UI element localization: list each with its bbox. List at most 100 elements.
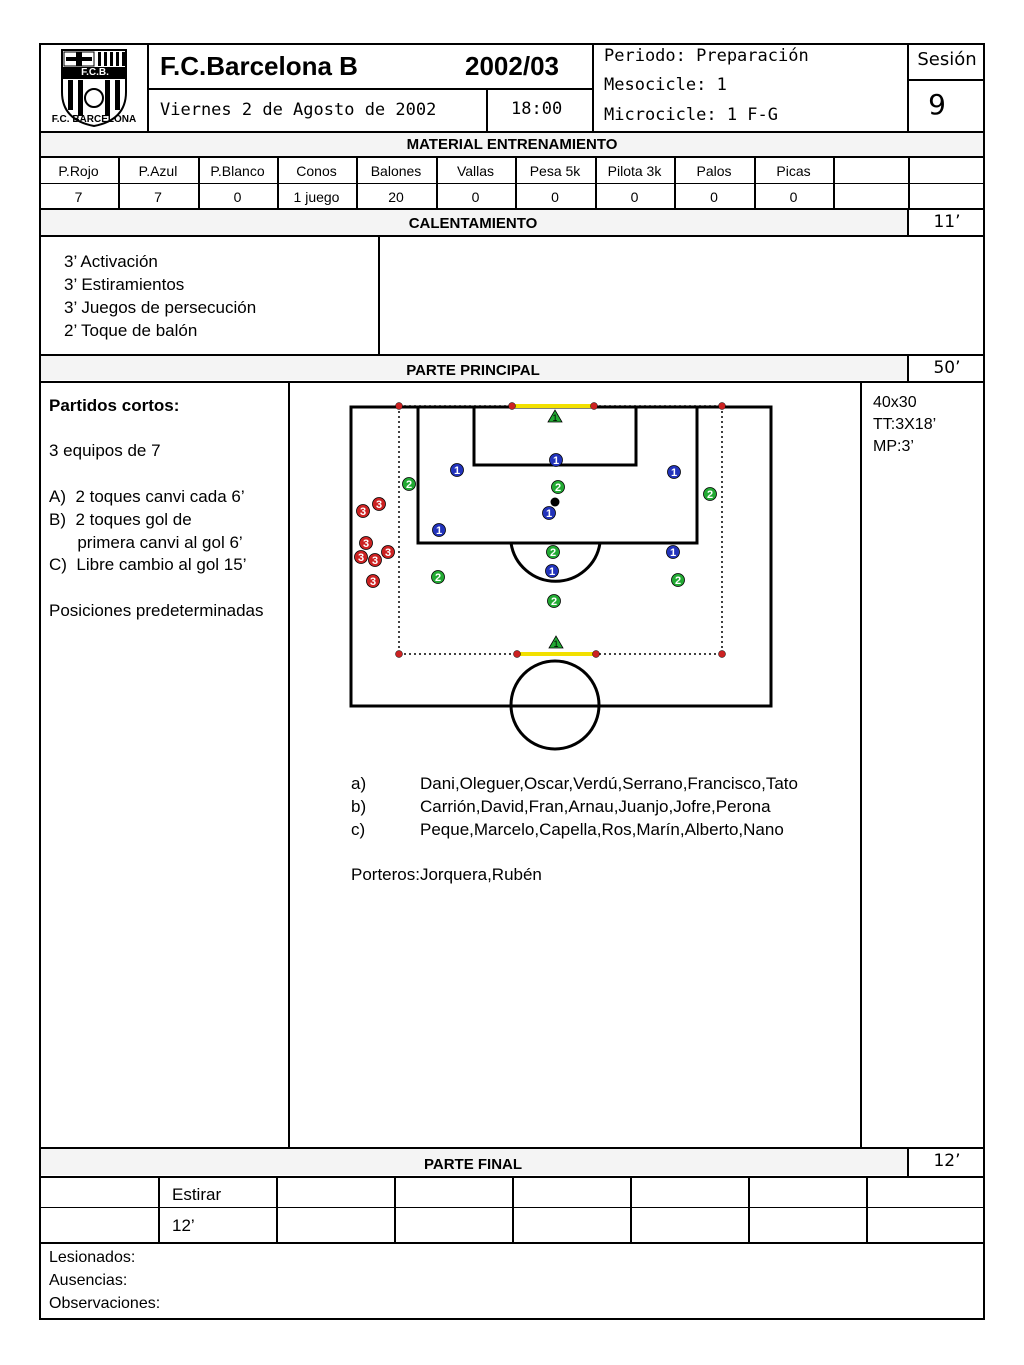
player-number: 2: [707, 489, 713, 501]
material-header: Picas: [776, 163, 811, 179]
player-marker: 1: [432, 523, 446, 537]
principal-side-note: MP:3’: [873, 438, 914, 455]
club-caption: F.C. BARCELONA: [51, 114, 137, 125]
player-number: 1: [436, 525, 442, 537]
final-cell: 12’: [172, 1216, 195, 1235]
principal-line: 3 equipos de 7: [49, 441, 161, 460]
player-marker: 3: [356, 504, 370, 518]
session-date: Viernes 2 de Agosto de 2002: [160, 100, 437, 120]
calentamiento-item: 3’ Estiramientos: [64, 275, 185, 294]
calentamiento-minutes: 11’: [933, 212, 961, 232]
material-value: 1 juego: [293, 189, 340, 205]
player-number: 3: [370, 576, 376, 588]
ausencias-label: Ausencias:: [49, 1272, 128, 1289]
player-number: 3: [372, 555, 378, 567]
player-number: 2: [555, 482, 561, 494]
player-marker: 1: [545, 564, 559, 578]
player-number: 1: [670, 547, 676, 559]
player-marker: 1: [450, 463, 464, 477]
team-name: F.C.Barcelona B: [160, 51, 358, 81]
cone-marker: [513, 650, 521, 658]
material-header: P.Rojo: [58, 163, 99, 179]
player-number: 3: [360, 506, 366, 518]
player-marker: 3: [372, 497, 386, 511]
material-value: 0: [710, 189, 718, 205]
session-sheet: [39, 43, 985, 1320]
team-players: Carrión,David,Fran,Arnau,Juanjo,Jofre,Pe…: [420, 797, 771, 816]
player-number: 1: [454, 465, 460, 477]
session-time: 18:00: [511, 99, 563, 119]
cone-marker: [590, 402, 598, 410]
principal-line: A) 2 toques canvi cada 6’: [49, 487, 245, 506]
material-header: Palos: [696, 163, 732, 179]
material-title: MATERIAL ENTRENAMIENTO: [406, 136, 618, 153]
goalkeeper-number: 1: [552, 413, 557, 423]
calentamiento-item: 3’ Juegos de persecución: [64, 298, 257, 317]
player-marker: 2: [547, 594, 561, 608]
cone-marker: [508, 402, 516, 410]
material-header: P.Blanco: [210, 163, 265, 179]
player-marker: 1: [549, 453, 563, 467]
principal-side-note: 40x30: [873, 394, 917, 411]
sesion-label: Sesión: [917, 49, 977, 70]
principal-line: B) 2 toques gol de: [49, 510, 192, 529]
player-marker: 3: [381, 545, 395, 559]
player-number: 3: [376, 499, 382, 511]
final-title: PARTE FINAL: [423, 1156, 523, 1173]
player-number: 3: [358, 552, 364, 564]
material-value: 0: [551, 189, 559, 205]
player-marker: 3: [359, 536, 373, 550]
material-header: Pilota 3k: [607, 163, 662, 179]
player-number: 1: [549, 566, 555, 578]
player-number: 3: [363, 538, 369, 550]
material-value: 20: [388, 189, 404, 205]
player-number: 2: [435, 572, 441, 584]
final-minutes: 12’: [933, 1151, 961, 1171]
material-value: 0: [471, 189, 480, 205]
player-number: 1: [546, 508, 552, 520]
lesionados-label: Lesionados:: [49, 1249, 136, 1266]
material-header: Pesa 5k: [529, 163, 581, 179]
player-marker: 1: [667, 465, 681, 479]
periodo: Periodo: Preparación: [604, 46, 809, 66]
porteros: Porteros:Jorquera,Rubén: [351, 865, 542, 884]
cone-marker: [592, 650, 600, 658]
crest-label: F.C.B.: [81, 67, 109, 78]
material-value: 0: [789, 189, 798, 205]
goalkeeper-marker: [547, 409, 563, 423]
team-key: c): [351, 820, 366, 839]
final-cell: Estirar: [172, 1185, 222, 1204]
material-value: 0: [630, 189, 639, 205]
team-key: a): [351, 774, 367, 793]
player-number: 2: [551, 596, 557, 608]
player-marker: 2: [703, 487, 717, 501]
principal-line: primera canvi al gol 6’: [49, 533, 243, 552]
player-marker: 1: [542, 506, 556, 520]
principal-title: PARTE PRINCIPAL: [406, 362, 540, 379]
principal-heading: Partidos cortos:: [49, 396, 180, 415]
calentamiento-title: CALENTAMIENTO: [408, 215, 538, 232]
material-header: Conos: [296, 163, 337, 179]
microcicle: Microcicle: 1 F-G: [604, 105, 778, 125]
calentamiento-item: 3’ Activación: [64, 252, 158, 271]
goalkeeper-marker: [548, 635, 564, 649]
player-marker: 2: [671, 573, 685, 587]
material-value: 7: [154, 189, 162, 205]
player-marker: 3: [354, 550, 368, 564]
player-marker: 2: [431, 570, 445, 584]
material-value: 7: [74, 189, 83, 205]
material-header: Vallas: [456, 163, 495, 179]
sesion-number: 9: [928, 88, 946, 121]
player-number: 3: [385, 547, 391, 559]
player-marker: 2: [546, 545, 560, 559]
player-number: 2: [675, 575, 681, 587]
player-marker: 2: [551, 480, 565, 494]
principal-line: C) Libre cambio al gol 15’: [49, 555, 247, 574]
material-value: 0: [233, 189, 242, 205]
cone-marker: [718, 402, 726, 410]
player-marker: 3: [368, 553, 382, 567]
observaciones-label: Observaciones:: [49, 1295, 161, 1312]
team-players: Peque,Marcelo,Capella,Ros,Marín,Alberto,…: [420, 820, 784, 839]
season: 2002/03: [465, 51, 559, 81]
